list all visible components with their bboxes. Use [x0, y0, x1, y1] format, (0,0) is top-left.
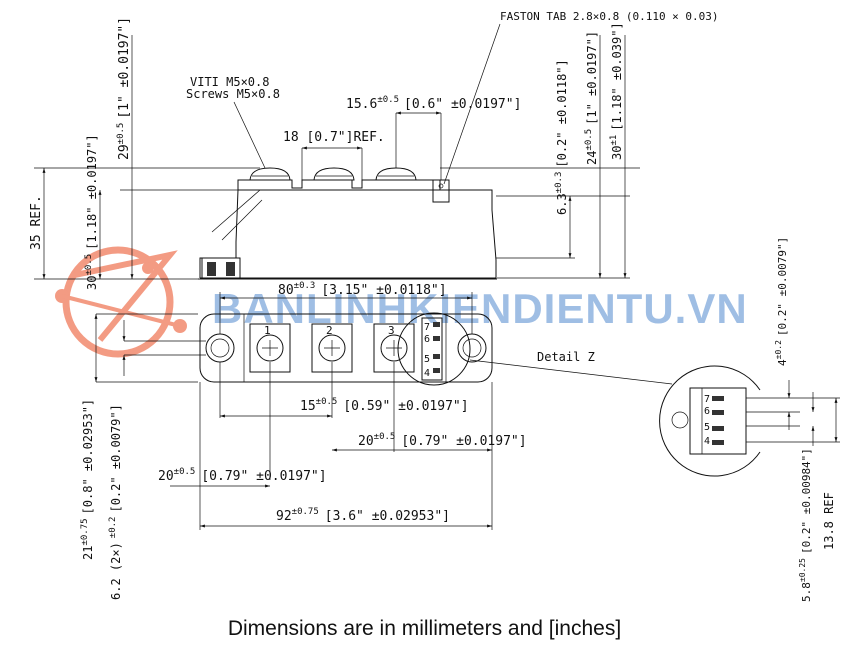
dim-21: 21±0.75[0.8" ±0.02953"]	[80, 399, 95, 560]
detail-pin-label-4: 4	[704, 436, 710, 447]
label-detail-z: Detail Z	[537, 350, 595, 364]
caption: Dimensions are in millimeters and [inche…	[227, 617, 622, 640]
pin-label-5: 5	[424, 354, 430, 365]
dim-92: 92±0.75[3.6" ±0.02953"]	[276, 507, 450, 524]
side-view	[34, 167, 640, 280]
detail-pin-label-6: 6	[704, 406, 710, 417]
dim-35-ref: 35 REF.	[29, 195, 44, 250]
detail-pin-label-7: 7	[704, 394, 710, 405]
dim-15: 15±0.5[0.59" ±0.0197"]	[300, 397, 469, 414]
terminal-label-2: 2	[326, 324, 333, 337]
dim-24: 24±0.5[1" ±0.0197"]	[584, 31, 599, 165]
dim-30-left: 30±0.5[1.18" ±0.0197"]	[84, 134, 99, 290]
pin-label-6: 6	[424, 334, 430, 345]
dim-29: 29±0.5[1" ±0.0197"]	[116, 17, 132, 160]
dim-80: 80±0.3[3.15" ±0.0118"]	[278, 281, 447, 298]
dim-18-ref: 18 [0.7"]REF.	[283, 130, 385, 145]
dim-20-right: 20±0.5[0.79" ±0.0197"]	[358, 432, 527, 449]
top-view	[199, 312, 673, 386]
label-screws: Screws M5×0.8	[186, 87, 280, 101]
terminal-label-3: 3	[388, 324, 395, 337]
dim-5-8: 5.8±0.25[0.2" ±0.00984"]	[798, 448, 813, 602]
screw-3-icon	[375, 167, 417, 181]
terminal-label-1: 1	[264, 324, 271, 337]
pin-label-7: 7	[424, 322, 430, 333]
dim-30-right: 30±1[1.18" ±0.039"]	[609, 22, 624, 160]
dim-6-3: 6.3±0.3[0.2" ±0.0118"]	[554, 59, 569, 215]
watermark: BANLINHKIENDIENTU.VN	[55, 246, 748, 358]
dim-15-6: 15.6±0.5[0.6" ±0.0197"]	[346, 95, 521, 112]
label-viti: VITI M5×0.8	[190, 75, 269, 89]
detail-pin-label-5: 5	[704, 422, 710, 433]
screw-2-icon	[313, 167, 355, 181]
watermark-logo-icon	[55, 246, 187, 358]
label-faston-tab: FASTON TAB 2.8×0.8 (0.110 × 0.03)	[500, 10, 719, 23]
dim-4: 4±0.2[0.2" ±0.0079"]	[774, 237, 789, 366]
detail-z-view	[659, 365, 761, 477]
dim-13-8-ref: 13.8 REF	[822, 492, 836, 550]
pin-label-4: 4	[424, 368, 430, 379]
dim-6-2: 6.2 (2×)±0.2[0.2" ±0.0079"]	[108, 404, 123, 600]
watermark-text: BANLINHKIENDIENTU.VN	[212, 285, 748, 332]
screw-1-icon	[249, 167, 291, 181]
dim-20-left: 20±0.5[0.79" ±0.0197"]	[158, 467, 327, 484]
